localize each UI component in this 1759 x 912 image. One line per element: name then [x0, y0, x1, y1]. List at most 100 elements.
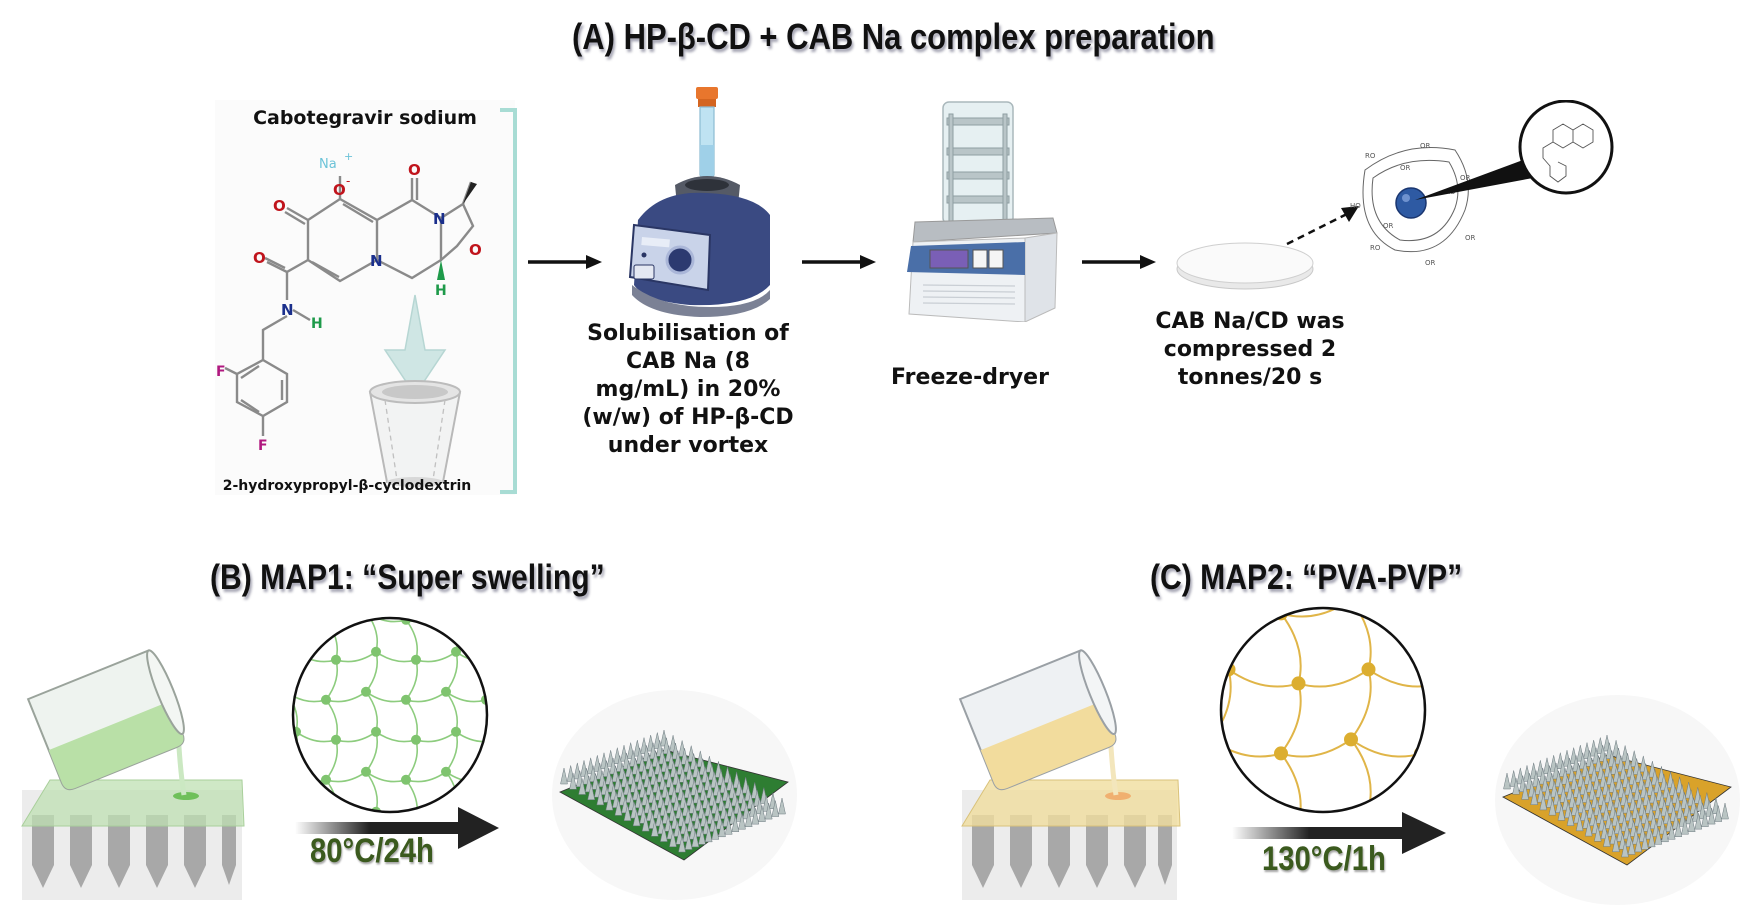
crosslink-node — [290, 615, 291, 617]
svg-text:OR: OR — [1420, 142, 1431, 150]
polymer-chain — [365, 731, 379, 773]
crosslink-node — [293, 646, 301, 657]
polymer-chain — [293, 771, 327, 783]
microneedle — [650, 820, 659, 837]
crosslink-node — [1361, 662, 1376, 677]
polymer-chain — [325, 618, 367, 623]
polymer-chain — [445, 618, 487, 623]
microneedle — [1714, 805, 1723, 822]
pouring-mould-icon-green — [21, 649, 245, 900]
crosslink-node — [371, 726, 381, 737]
crosslink-node — [451, 646, 461, 657]
microneedle-array-yellow — [1495, 695, 1740, 905]
network-outline — [291, 616, 489, 814]
microneedle — [704, 825, 713, 843]
bracket — [500, 108, 517, 494]
polymer-chain — [325, 739, 339, 781]
svg-text:N: N — [370, 252, 383, 270]
polymer-chain — [1280, 752, 1302, 812]
microneedle — [1634, 835, 1643, 853]
microneedle — [731, 815, 740, 832]
polymer-chain — [375, 651, 417, 663]
polymer-chain — [1280, 738, 1352, 758]
arrow-right-icon — [802, 255, 876, 269]
polymer-chain — [1420, 752, 1425, 812]
crosslink-node — [1344, 732, 1358, 747]
crosslink-node — [321, 774, 331, 785]
crosslink-node — [451, 726, 461, 737]
microneedle — [738, 813, 746, 830]
microneedle — [1707, 808, 1716, 825]
crosslink-node — [411, 654, 421, 665]
svg-text:H: H — [435, 283, 447, 299]
crosslink-node — [331, 654, 341, 665]
svg-text:OR: OR — [1425, 259, 1436, 267]
svg-text:-: - — [346, 174, 350, 188]
svg-text:F: F — [216, 364, 226, 380]
crosslink-node — [1344, 605, 1358, 606]
crosslink-node — [290, 767, 291, 777]
microneedle — [578, 778, 586, 795]
polymer-chain — [485, 659, 487, 701]
microneedle — [1612, 835, 1620, 853]
microneedle — [1621, 840, 1629, 858]
microneedle — [596, 788, 605, 806]
microneedle — [1539, 793, 1548, 811]
step-freeze-dryer-label: Freeze-dryer — [891, 365, 1049, 390]
crosslink-node — [441, 615, 451, 617]
microneedle — [587, 783, 596, 800]
arrow-right-icon — [1082, 255, 1156, 269]
polymer-chain — [295, 731, 337, 743]
microneedle — [758, 805, 766, 822]
pouring-mould-icon-yellow — [958, 649, 1181, 900]
microneedle — [1674, 820, 1683, 837]
polymer-chain — [445, 651, 459, 693]
microneedle — [569, 773, 577, 790]
microneedle — [1701, 810, 1709, 827]
microneedle — [711, 823, 720, 840]
arrow-right-icon — [528, 255, 602, 269]
microneedle — [1661, 825, 1669, 843]
section-c-title: (C) MAP2: “PVA-PVP” — [1150, 558, 1463, 597]
crosslink-node — [441, 686, 451, 697]
crosslink-node — [361, 615, 371, 617]
polymer-chain — [375, 731, 417, 743]
microneedle — [1584, 820, 1593, 837]
svg-text:N: N — [281, 301, 294, 319]
crosslink-node — [401, 774, 411, 785]
heating-arrow-icon — [1232, 812, 1446, 854]
polymer-chain — [405, 771, 447, 783]
polymer-chain — [485, 619, 487, 660]
microneedle — [764, 803, 773, 820]
microneedle — [1575, 814, 1584, 832]
polymer-chain — [445, 618, 459, 652]
crosslink-node — [331, 734, 341, 745]
heating-arrow-icon — [295, 807, 499, 849]
microneedle — [718, 820, 726, 838]
svg-text:O: O — [253, 249, 266, 267]
svg-text:OR: OR — [1460, 174, 1471, 182]
microneedle — [1687, 815, 1696, 832]
polymer-chain — [293, 618, 327, 623]
microneedle — [698, 828, 706, 845]
crosslink-node — [481, 774, 487, 785]
polymer-chain — [1367, 668, 1425, 688]
polymer-chain — [415, 731, 457, 743]
polymer-chain — [485, 739, 487, 781]
microneedle — [605, 794, 614, 811]
polymer-chain — [325, 691, 367, 703]
polymer-chain — [293, 618, 299, 652]
polymer-chain — [335, 651, 377, 663]
svg-text:OR: OR — [1400, 164, 1411, 172]
polymer-chain — [1221, 608, 1282, 618]
microneedle — [684, 833, 693, 850]
temperature-label-b: 80°C/24h — [310, 832, 434, 870]
crosslink-node — [361, 766, 371, 777]
polymer-chain — [415, 651, 457, 663]
dashed-arrow-icon — [1286, 206, 1359, 246]
microneedle — [1503, 772, 1511, 790]
polymer-network-icon-yellow — [1219, 605, 1427, 814]
vortex-mixer-icon — [628, 87, 770, 317]
molecule-label: Cabotegravir sodium — [253, 107, 477, 129]
cyclodextrin-label: 2-hydroxypropyl-β-cyclodextrin — [223, 478, 472, 494]
